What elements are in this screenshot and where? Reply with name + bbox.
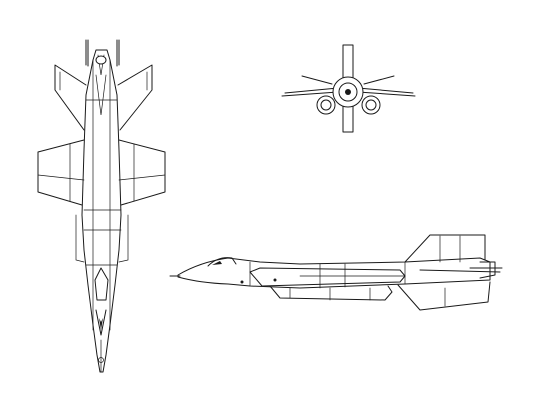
top-view-center-panel <box>95 74 107 116</box>
side-view-stabilizer <box>419 269 501 273</box>
top-view-nose-probe <box>98 357 104 363</box>
top-view-pod-right <box>118 214 129 263</box>
top-view-fuselage <box>81 49 122 373</box>
side-view-upper-tail <box>404 234 486 263</box>
side-view-nozzle <box>479 261 496 279</box>
side-view-fuselage <box>177 257 491 289</box>
top-view-stabilizer-right <box>117 64 153 131</box>
side-view-marker-2 <box>273 278 277 282</box>
front-view-stab-left <box>301 75 333 85</box>
top-view-pod-left <box>75 214 85 263</box>
side-view-canopy <box>207 257 237 267</box>
side-view-windshield <box>212 261 222 265</box>
front-view-nose-tip <box>345 89 351 95</box>
top-view-wing-right <box>118 139 166 206</box>
top-view-wing-left <box>37 139 85 206</box>
front-view <box>281 44 416 133</box>
top-view-canopy-frame <box>94 267 109 301</box>
front-view-canopy <box>338 82 358 102</box>
front-view-wing-right-lower <box>357 91 416 97</box>
front-view-pod-right <box>361 95 381 115</box>
front-view-pod-left <box>316 95 336 115</box>
top-view-stabilizer-left <box>54 64 87 131</box>
side-view-marker-1 <box>240 280 244 284</box>
front-view-wing-left <box>284 87 339 94</box>
side-view <box>169 234 503 311</box>
top-view-wing-flap-right <box>118 174 166 181</box>
side-view-side-fairing <box>249 267 406 287</box>
top-view-canopy-windshield <box>95 309 107 336</box>
side-view-lower-tail <box>397 281 491 311</box>
top-view-wing-flap-left <box>37 174 85 181</box>
side-view-ventral-tank <box>269 285 393 301</box>
top-view-engine-outlet <box>95 55 107 65</box>
top-view-windshield-mark <box>99 318 103 330</box>
front-view-pod-left-inner <box>320 99 332 111</box>
front-view-wing-left-lower <box>281 91 339 97</box>
top-view <box>37 39 166 373</box>
front-view-wing-right <box>357 87 414 94</box>
front-view-stab-right <box>363 75 395 85</box>
front-view-pod-right-inner <box>365 99 377 111</box>
